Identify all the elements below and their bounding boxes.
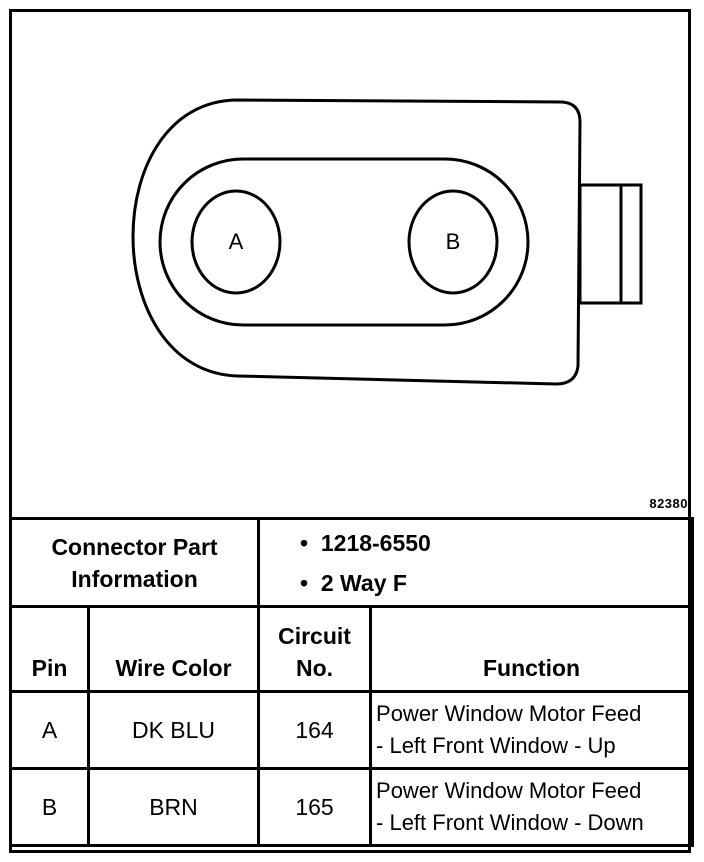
cell-circuit: 164 — [257, 690, 373, 770]
connector-part-details: • 1218-6550 • 2 Way F — [257, 517, 695, 608]
cell-circuit: 165 — [257, 767, 373, 847]
cell-wire-color: BRN — [86, 767, 261, 847]
pin-b-label: B — [446, 229, 461, 254]
table-header-row: Pin Wire Color Circuit No. Function — [9, 605, 695, 693]
diagram-frame — [9, 9, 691, 853]
cell-wire-color: DK BLU — [86, 690, 261, 770]
connector-info-table: Connector Part Information • 1218-6550 •… — [8, 517, 695, 847]
table-row: A DK BLU 164 Power Window Motor Feed - L… — [9, 690, 695, 770]
connector-part-row: Connector Part Information • 1218-6550 •… — [8, 517, 695, 608]
connector-body — [131, 98, 582, 386]
connector-detail-item: • 2 Way F — [300, 569, 407, 596]
pin-a-label: A — [229, 229, 244, 254]
connector-cavity — [158, 157, 530, 327]
cell-function: Power Window Motor Feed - Left Front Win… — [369, 690, 695, 770]
cell-function: Power Window Motor Feed - Left Front Win… — [369, 767, 695, 847]
cell-pin: B — [9, 767, 90, 847]
connector-latch-tab — [578, 183, 643, 305]
header-circuit-no: Circuit No. — [257, 605, 373, 693]
header-function: Function — [369, 605, 695, 693]
connector-drawing: A B — [131, 98, 643, 386]
pin-a-terminal — [190, 189, 282, 295]
header-pin: Pin — [9, 605, 90, 693]
figure-number: 82380 — [649, 496, 688, 511]
connector-detail-item: • 1218-6550 — [300, 529, 431, 556]
connector-part-label: Connector Part Information — [8, 517, 261, 608]
table-row: B BRN 165 Power Window Motor Feed - Left… — [9, 767, 695, 847]
pin-b-terminal — [407, 189, 499, 295]
header-wire-color: Wire Color — [86, 605, 261, 693]
cell-pin: A — [9, 690, 90, 770]
